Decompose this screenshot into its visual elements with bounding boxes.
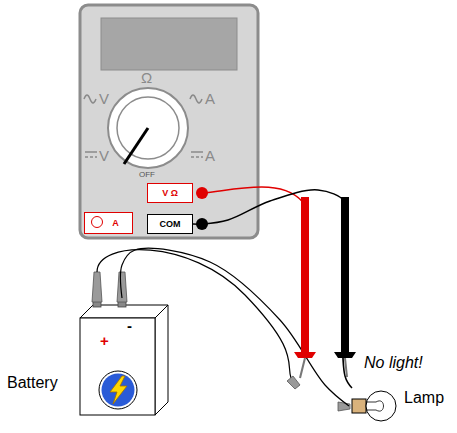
red-probe-handle <box>301 197 309 352</box>
alligator-clip <box>92 272 102 302</box>
voltage-ohm-jack: V Ω <box>147 183 193 203</box>
lamp-base <box>352 399 366 413</box>
lamp: Lamp <box>349 388 448 424</box>
battery-side <box>155 305 168 415</box>
jack-label: COM <box>160 220 181 229</box>
multimeter: Ω V A V A OFF V Ω A COM <box>80 5 258 238</box>
polarity-mark: - <box>127 318 132 333</box>
callout-note: No light! <box>364 355 423 371</box>
black-probe-guard <box>334 352 356 358</box>
battery-label: Battery <box>7 375 58 391</box>
test-lead-wire <box>193 190 352 388</box>
battery: Battery+- <box>80 298 170 416</box>
dc-symbol <box>191 152 203 157</box>
range-symbol: A <box>205 91 215 106</box>
off-position-label: OFF <box>139 171 155 179</box>
lamp-label: Lamp <box>404 390 444 406</box>
red-plug <box>196 187 208 199</box>
range-symbol: V <box>99 148 109 163</box>
dc-symbol <box>85 152 97 157</box>
red-probe-guard <box>294 352 316 358</box>
black-plug <box>196 218 208 230</box>
ac-symbol <box>190 95 202 103</box>
lightning-bolt <box>110 376 127 404</box>
selector-pointer <box>124 128 148 164</box>
common-jack: COM <box>147 214 193 234</box>
range-symbol: Ω <box>141 70 152 85</box>
battery-icon-disc <box>102 374 135 407</box>
alligator-clip <box>287 376 300 389</box>
display-window <box>101 18 237 70</box>
battery-front <box>80 318 155 415</box>
battery-icon-ring <box>99 371 137 409</box>
jack-label: V Ω <box>162 189 178 198</box>
battery-wire <box>121 248 349 406</box>
jack-socket <box>91 216 103 228</box>
lamp-bulb <box>366 391 396 421</box>
alligator-clip <box>338 402 350 411</box>
ammeter-jack: A <box>84 212 133 234</box>
polarity-mark: + <box>100 333 109 348</box>
black-probe-handle <box>341 197 349 352</box>
battery-wire <box>97 250 291 378</box>
ac-symbol <box>84 95 96 103</box>
multimeter-case <box>80 5 258 238</box>
jack-label: A <box>112 219 119 228</box>
range-symbol: V <box>99 91 109 106</box>
red-test-lead <box>203 187 305 205</box>
lamp-filament <box>366 401 384 411</box>
range-symbol: A <box>205 148 215 163</box>
red-probe-tip <box>300 358 305 378</box>
selector-dial <box>108 88 188 168</box>
black-probe-tip <box>345 358 347 377</box>
